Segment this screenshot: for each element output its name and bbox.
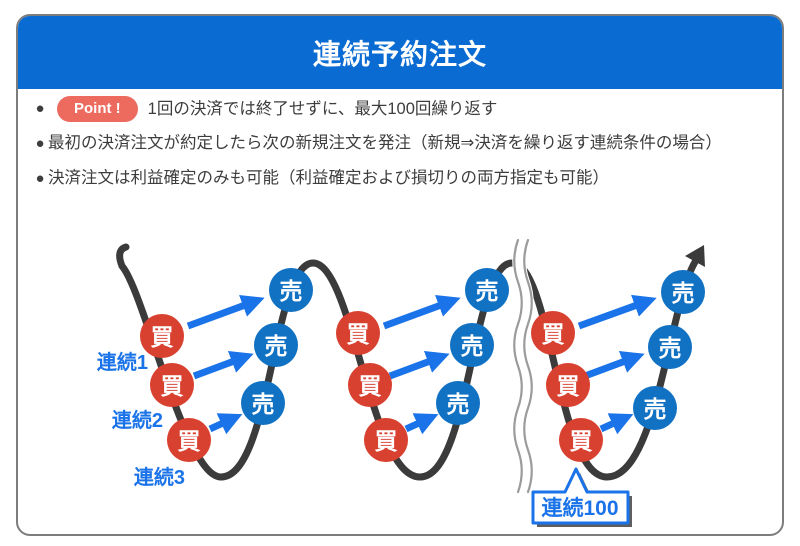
info-card: 連続予約注文 ●︎ Point ! 1回の決済では終了せずに、最大100回繰り返… — [16, 14, 784, 536]
bullet-icon: ●︎ — [35, 135, 45, 152]
point-badge: Point ! — [57, 96, 138, 122]
card-header: 連続予約注文 — [18, 16, 782, 89]
bullet-icon: ●︎ — [35, 100, 45, 117]
points-list: ●︎ Point ! 1回の決済では終了せずに、最大100回繰り返す ●︎ 最初… — [32, 96, 772, 201]
point-item-1: ●︎ Point ! 1回の決済では終了せずに、最大100回繰り返す — [32, 96, 772, 122]
point-text: 最初の決済注文が約定したら次の新規注文を発注（新規⇒決済を繰り返す連続条件の場合… — [48, 134, 722, 152]
point-item-3: ●︎ 決済注文は利益確定のみも可能（利益確定および損切りの両方指定も可能） — [32, 166, 772, 192]
point-text: 1回の決済では終了せずに、最大100回繰り返す — [147, 100, 498, 118]
point-item-2: ●︎ 最初の決済注文が約定したら次の新規注文を発注（新規⇒決済を繰り返す連続条件… — [32, 131, 772, 157]
point-text: 決済注文は利益確定のみも可能（利益確定および損切りの両方指定も可能） — [48, 169, 609, 187]
page-title: 連続予約注文 — [312, 38, 487, 70]
bullet-icon: ●︎ — [35, 170, 45, 187]
